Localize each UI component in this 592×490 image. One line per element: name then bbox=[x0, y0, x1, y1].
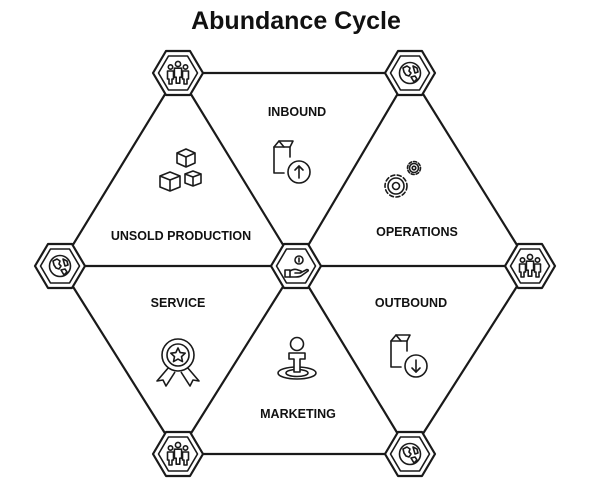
box-download-icon bbox=[390, 334, 428, 378]
segment-outbound: OUTBOUND bbox=[375, 296, 447, 378]
segment-label-outbound: OUTBOUND bbox=[375, 296, 447, 310]
location-pin-person-icon bbox=[277, 336, 317, 380]
vertex-node-bottom-left bbox=[151, 430, 205, 478]
gears-icon bbox=[384, 160, 422, 198]
segment-inbound: INBOUND bbox=[268, 105, 326, 184]
segment-label-inbound: INBOUND bbox=[268, 105, 326, 119]
hand-coin-icon bbox=[284, 255, 310, 278]
vertex-node-bottom-right bbox=[383, 430, 437, 478]
inner-spokes bbox=[58, 71, 532, 456]
vertex-node-top-left bbox=[151, 49, 205, 97]
segment-label-unsold-production: UNSOLD PRODUCTION bbox=[111, 229, 251, 243]
segment-unsold-production: UNSOLD PRODUCTION bbox=[111, 148, 251, 243]
segment-service: SERVICE bbox=[151, 296, 206, 387]
vertex-node-top-right bbox=[383, 49, 437, 97]
segment-operations: OPERATIONS bbox=[376, 160, 458, 239]
segment-marketing: MARKETING bbox=[260, 336, 336, 421]
outer-hexagon-edges bbox=[58, 71, 532, 456]
stacked-boxes-icon bbox=[159, 148, 202, 192]
vertex-node-right bbox=[503, 242, 557, 290]
award-ribbon-icon bbox=[156, 338, 200, 387]
diagram-title: Abundance Cycle bbox=[191, 7, 401, 35]
segment-label-operations: OPERATIONS bbox=[376, 225, 458, 239]
segment-label-service: SERVICE bbox=[151, 296, 206, 310]
center-node bbox=[269, 242, 323, 290]
vertex-node-left bbox=[33, 242, 87, 290]
box-upload-icon bbox=[273, 140, 311, 184]
segment-label-marketing: MARKETING bbox=[260, 407, 336, 421]
